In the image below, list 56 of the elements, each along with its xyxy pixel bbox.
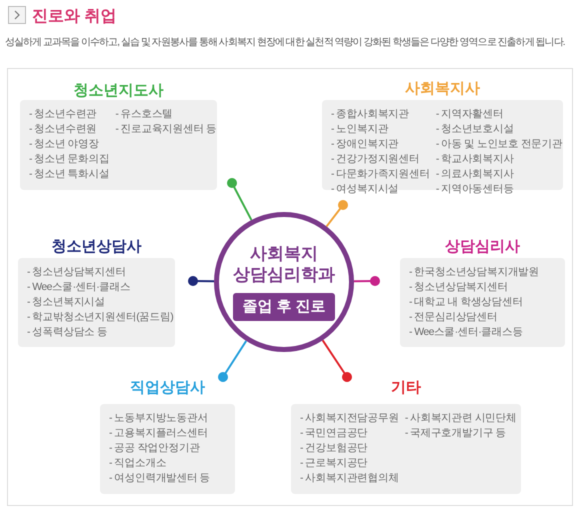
list-item: - 국민연금공단 [300, 426, 369, 441]
list-item: - 사회복지관련협의체 [300, 471, 399, 486]
list-item: - 사회복지관련 시민단체 [404, 411, 516, 426]
list-item: - 사회복지전담공무원 [300, 411, 399, 426]
category-heading: 기타 [390, 378, 422, 398]
intro-text: 성실하게 교과목을 이수하고, 실습 및 자원봉사를 통해 사회복지 현장에 대한 실천적 역량이 강화된 학생들은 다양한 영역으로 진출하게 됩니다. [5, 36, 565, 50]
list-item: - 아동 및 노인보호 전문기관 [436, 137, 562, 152]
category-heading: 사회복지사 [404, 79, 481, 99]
list-item: - 청소년보호시설 [436, 122, 515, 137]
list-item: - 노인복지관 [331, 122, 390, 137]
list-item: - 진로교육지원센터 등 [115, 122, 216, 137]
list-item: - 청소년수련관 [29, 107, 98, 122]
department-name: 사회복지 상담심리학과 [232, 242, 336, 285]
connector-line [227, 178, 252, 220]
list-item: - 여성복지시설 [331, 182, 400, 197]
list-item: - 성폭력상담소 등 [27, 325, 108, 340]
list-item: - 의료사회복지사 [436, 167, 515, 182]
list-item: - Wee스쿨·센터·클래스등 [409, 325, 524, 340]
list-item: - 청소년 문화의집 [29, 152, 110, 167]
career-badge: 졸업 후 진로 [233, 292, 335, 322]
list-item: - 청소년 특화시설 [29, 167, 110, 182]
category-heading: 청소년상담사 [50, 237, 142, 257]
list-item: - 전문심리상담센터 [409, 310, 498, 325]
list-item: - 노동부지방노동관서 [109, 411, 209, 426]
list-item: - 근로복지공단 [300, 456, 369, 471]
list-item: - 장애인복지관 [331, 137, 400, 152]
list-item: - 지역자활센터 [436, 107, 504, 122]
list-item: - 건강보험공단 [300, 441, 369, 456]
list-item: - 고용복지플러스센터 [109, 426, 209, 441]
page-title: 진로와 취업 [32, 7, 116, 27]
list-item: - 학교밖청소년지원센터(꿈드림) [27, 310, 174, 325]
list-item: - 대학교 내 학생상담센터 [409, 295, 524, 310]
connector-line [188, 276, 214, 286]
connector-line [322, 340, 352, 382]
category-heading: 상담심리사 [444, 237, 521, 257]
connector-line [354, 276, 380, 286]
list-item: - 종합사회복지관 [331, 107, 410, 122]
list-item: - 다문화가족지원센터 [331, 167, 430, 182]
list-item: - Wee스쿨·센터·클래스 [27, 280, 132, 295]
list-item: - 공공 작업안정기관 [109, 441, 201, 456]
list-item: - 여성인력개발센터 등 [109, 471, 210, 486]
list-item: - 청소년상담복지센터 [27, 265, 127, 280]
category-heading: 청소년지도사 [72, 81, 164, 101]
list-item: - 청소년복지시설 [27, 295, 106, 310]
list-item: - 유스호스텔 [115, 107, 174, 122]
list-item: - 직업소개소 [109, 456, 168, 471]
list-item: - 청소년 야영장 [29, 137, 100, 152]
list-item: - 국제구호개발기구 등 [404, 426, 507, 441]
list-item: - 한국청소년상담복지개발원 [409, 265, 540, 280]
category-heading: 직업상담사 [129, 378, 206, 398]
connector-line [218, 340, 248, 382]
list-item: - 건강가정지원센터 [331, 152, 420, 167]
list-item: - 청소년상담복지센터 [409, 280, 509, 295]
list-item: - 지역아동센터등 [436, 182, 515, 197]
list-item: - 학교사회복지사 [436, 152, 515, 167]
list-item: - 청소년수련원 [29, 122, 98, 137]
